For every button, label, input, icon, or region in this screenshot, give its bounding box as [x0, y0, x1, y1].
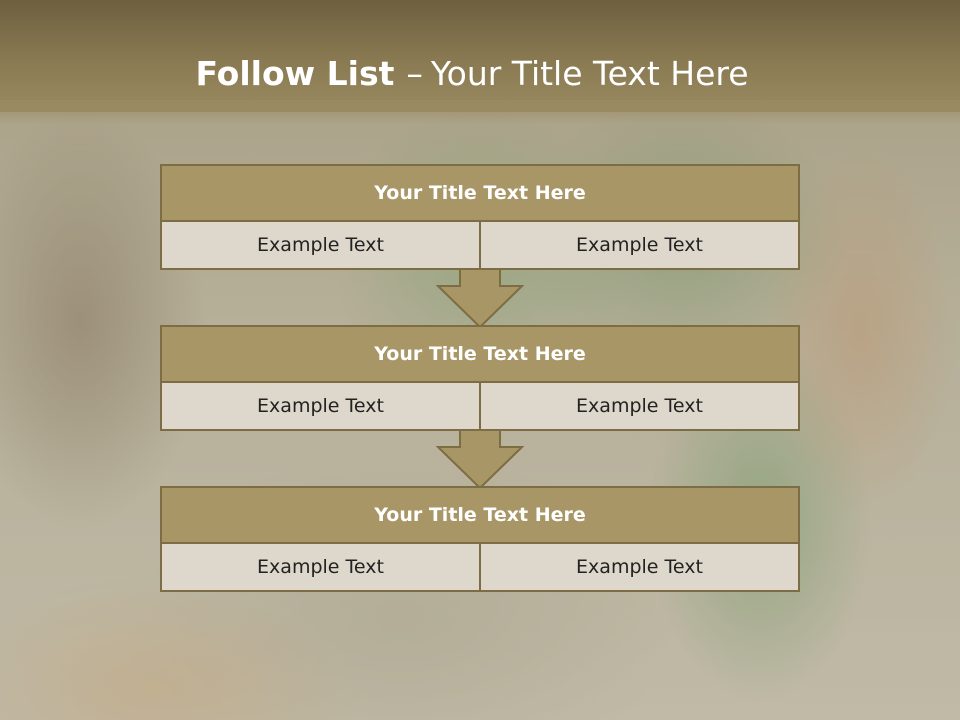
block-cell-left: Example Text: [160, 381, 481, 431]
block-cell-right: Example Text: [479, 542, 800, 592]
block-title: Your Title Text Here: [160, 164, 800, 222]
header-band: [0, 0, 960, 112]
down-arrow-icon: [436, 429, 524, 489]
slide-title-bold: Follow List: [195, 54, 395, 93]
block-cell-right: Example Text: [479, 381, 800, 431]
block-cell-left: Example Text: [160, 220, 481, 270]
block-row: Example Text Example Text: [160, 220, 800, 270]
list-block-1: Your Title Text Here Example Text Exampl…: [160, 164, 800, 270]
list-block-2: Your Title Text Here Example Text Exampl…: [160, 325, 800, 431]
block-cell-left: Example Text: [160, 542, 481, 592]
slide-title-rest: Your Title Text Here: [430, 54, 749, 93]
block-row: Example Text Example Text: [160, 542, 800, 592]
header-fade: [0, 100, 960, 124]
list-block-3: Your Title Text Here Example Text Exampl…: [160, 486, 800, 592]
down-arrow-icon: [436, 268, 524, 328]
block-title: Your Title Text Here: [160, 486, 800, 544]
block-cell-right: Example Text: [479, 220, 800, 270]
slide-title: Follow List–Your Title Text Here: [0, 54, 944, 93]
block-row: Example Text Example Text: [160, 381, 800, 431]
block-title: Your Title Text Here: [160, 325, 800, 383]
slide-title-separator: –: [406, 54, 423, 93]
